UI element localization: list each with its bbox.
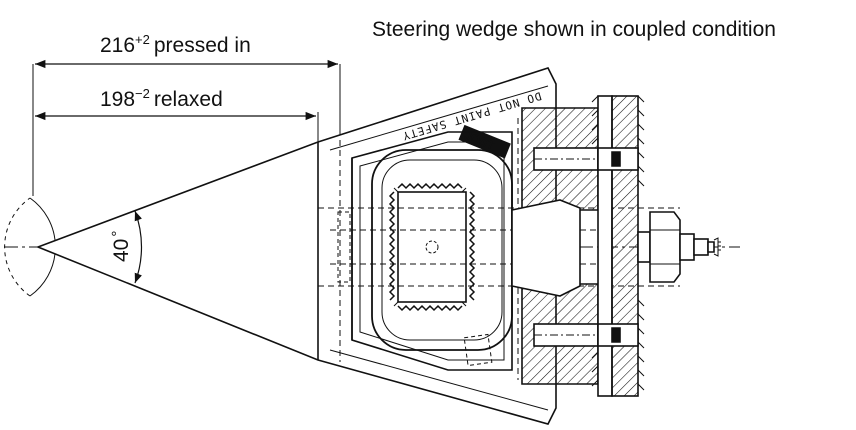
caption: Steering wedge shown in coupled conditio… xyxy=(372,18,776,41)
mounting-block xyxy=(511,107,599,385)
dimension-pressed-value: 216 xyxy=(100,34,135,57)
dimension-pressed-in: 216+2 pressed in xyxy=(32,32,341,196)
spring-element xyxy=(371,149,513,351)
dimension-relaxed-value: 198 xyxy=(100,88,135,111)
svg-text:40°: 40 ° xyxy=(109,231,133,262)
angle-value: 40 xyxy=(110,239,133,262)
mounting-plate xyxy=(591,95,645,397)
dimension-relaxed-label: relaxed xyxy=(154,88,223,111)
bolt-assembly xyxy=(637,211,721,283)
dimension-relaxed-tolerance: −2 xyxy=(135,86,150,101)
angle-dimension: 40 ° xyxy=(109,210,143,284)
angle-unit: ° xyxy=(109,231,126,237)
inner-frame xyxy=(351,131,513,371)
dimension-relaxed: 198−2 relaxed xyxy=(35,86,319,142)
dimension-pressed-label: pressed in xyxy=(154,34,251,57)
dimension-pressed-tolerance: +2 xyxy=(135,32,150,47)
